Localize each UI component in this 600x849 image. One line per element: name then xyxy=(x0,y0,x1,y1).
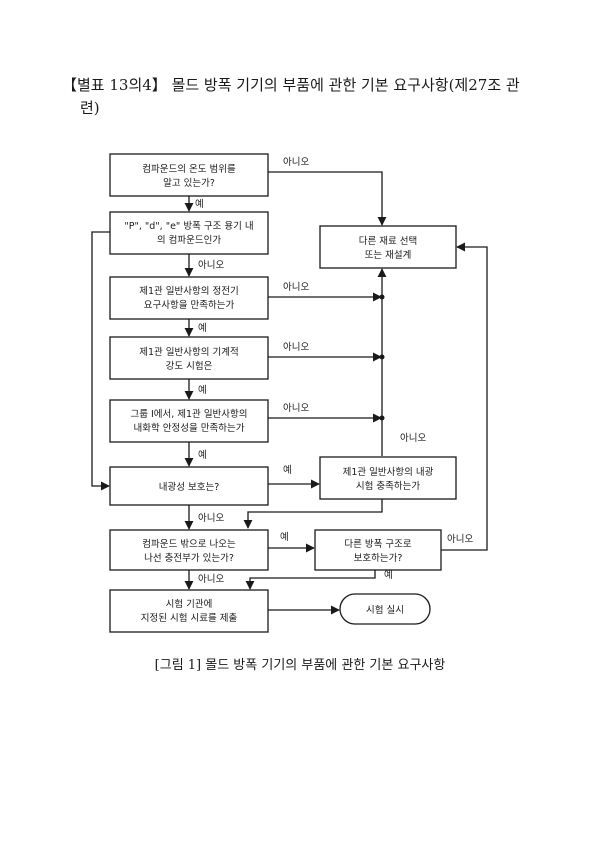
label-no-8: 아니오 xyxy=(447,534,473,545)
svg-text:내화학 안정성을 만족하는가: 내화학 안정성을 만족하는가 xyxy=(134,422,245,434)
r4-line1: 시험 실시 xyxy=(366,605,404,616)
b8-line1: 시험 기관에 xyxy=(166,599,213,610)
svg-text:지정된 시험 시료를 제출: 지정된 시험 시료를 제출 xyxy=(141,612,238,624)
svg-text:예: 예 xyxy=(198,450,207,461)
box-submit-samples xyxy=(109,589,269,633)
svg-text:예: 예 xyxy=(283,465,292,476)
svg-text:시험 충족하는가: 시험 충족하는가 xyxy=(356,480,420,492)
svg-text:알고 있는가?: 알고 있는가? xyxy=(163,177,215,189)
b5-line1: 그룹 I에서, 제1관 일반사항의 xyxy=(130,409,247,420)
svg-text:시험 실시: 시험 실시 xyxy=(366,605,404,616)
box-perform-test xyxy=(339,593,431,625)
svg-text:컴파운드 밖으로 나오는: 컴파운드 밖으로 나오는 xyxy=(142,538,236,550)
label-yes-6: 예 xyxy=(280,532,289,543)
svg-text:아니오: 아니오 xyxy=(198,513,224,524)
header-line-2: 련) xyxy=(80,99,100,117)
b7-line2: 나선 충전부가 있는가? xyxy=(144,552,234,564)
svg-text:그룹 I에서, 제1관 일반사항의: 그룹 I에서, 제1관 일반사항의 xyxy=(130,409,247,420)
b1-line2: 알고 있는가? xyxy=(163,177,215,189)
svg-text:아니오: 아니오 xyxy=(447,534,473,545)
header-line-1: 【별표 13의4】 몰드 방폭 기기의 부품에 관한 기본 요구사항(제27조 … xyxy=(62,76,520,94)
svg-text:제1관 일반사항의 내광: 제1관 일반사항의 내광 xyxy=(343,466,434,478)
b6-line1: 내광성 보호는? xyxy=(159,481,220,493)
svg-text:아니오: 아니오 xyxy=(283,282,309,293)
svg-text:제1관 일반사항의 정전기: 제1관 일반사항의 정전기 xyxy=(139,286,238,297)
svg-text:컴파운드의 온도 범위를: 컴파운드의 온도 범위를 xyxy=(142,163,236,175)
box-light-test xyxy=(319,456,457,500)
b5-line2: 내화학 안정성을 만족하는가 xyxy=(134,422,245,434)
b8-line2: 지정된 시험 시료를 제출 xyxy=(141,612,238,624)
label-no-5: 아니오 xyxy=(283,403,309,414)
svg-text:나선 충전부가 있는가?: 나선 충전부가 있는가? xyxy=(144,552,234,564)
r3-line1: 다른 방폭 구조로 xyxy=(344,539,411,550)
box-bare-live-parts xyxy=(109,529,269,571)
label-yes-2: 예 xyxy=(198,323,207,334)
box-electrostatic xyxy=(109,276,269,320)
svg-text:예: 예 xyxy=(198,323,207,334)
label-yes-7: 예 xyxy=(384,570,393,581)
label-yes-5: 예 xyxy=(283,465,292,476)
svg-text:"P", "d", "e" 방폭 구조 용기 내: "P", "d", "e" 방폭 구조 용기 내 xyxy=(124,221,253,232)
appendix-header: 【별표 13의4】 몰드 방폭 기기의 부품에 관한 기본 요구사항(제27조 … xyxy=(62,74,542,120)
svg-text:제1관 일반사항의 기계적: 제1관 일반사항의 기계적 xyxy=(139,346,238,358)
b3-line2: 요구사항을 만족하는가 xyxy=(144,299,235,311)
r3-line2: 보호하는가? xyxy=(354,552,403,564)
b7-line1: 컴파운드 밖으로 나오는 xyxy=(142,538,236,550)
svg-text:아니오: 아니오 xyxy=(198,574,224,585)
label-no-4: 아니오 xyxy=(283,342,309,353)
label-no-9: 아니오 xyxy=(198,574,224,585)
b2-line2: 의 컴파운드인가 xyxy=(157,234,221,246)
label-yes-1: 예 xyxy=(195,199,204,210)
b4-line1: 제1관 일반사항의 기계적 xyxy=(139,346,238,358)
svg-text:다른 방폭 구조로: 다른 방폭 구조로 xyxy=(344,539,411,550)
svg-text:예: 예 xyxy=(198,385,207,396)
box-temperature-range xyxy=(109,153,269,197)
label-yes-3: 예 xyxy=(198,385,207,396)
svg-text:예: 예 xyxy=(280,532,289,543)
svg-text:예: 예 xyxy=(384,570,393,581)
b2-line1: "P", "d", "e" 방폭 구조 용기 내 xyxy=(124,221,253,232)
r2-line1: 제1관 일반사항의 내광 xyxy=(343,466,434,478)
svg-text:아니오: 아니오 xyxy=(198,260,224,271)
r1-line1: 다른 재료 선택 xyxy=(359,236,417,247)
svg-text:아니오: 아니오 xyxy=(283,403,309,414)
box-mechanical-strength xyxy=(109,336,269,380)
label-no-2: 아니오 xyxy=(198,260,224,271)
r2-line2: 시험 충족하는가 xyxy=(356,480,420,492)
svg-text:강도 시험은: 강도 시험은 xyxy=(166,361,213,372)
box-redesign xyxy=(319,225,457,269)
label-no-6: 아니오 xyxy=(400,433,426,444)
svg-text:보호하는가?: 보호하는가? xyxy=(354,552,403,564)
label-no-3: 아니오 xyxy=(283,282,309,293)
box-chemical-stability xyxy=(109,399,269,443)
svg-text:아니오: 아니오 xyxy=(400,433,426,444)
svg-text:또는 재설계: 또는 재설계 xyxy=(365,249,412,261)
label-no-1: 아니오 xyxy=(283,157,309,168)
svg-text:아니오: 아니오 xyxy=(283,157,309,168)
svg-text:예: 예 xyxy=(195,199,204,210)
box-enclosure-compound xyxy=(109,211,269,255)
figure-caption: [그림 1] 몰드 방폭 기기의 부품에 관한 기본 요구사항 xyxy=(154,658,446,673)
b4-line2: 강도 시험은 xyxy=(166,361,213,372)
label-no-7: 아니오 xyxy=(198,513,224,524)
b3-line1: 제1관 일반사항의 정전기 xyxy=(139,286,238,297)
svg-text:의 컴파운드인가: 의 컴파운드인가 xyxy=(157,234,221,246)
svg-text:요구사항을 만족하는가: 요구사항을 만족하는가 xyxy=(144,299,235,311)
svg-text:시험 기관에: 시험 기관에 xyxy=(166,599,213,610)
svg-text:내광성 보호는?: 내광성 보호는? xyxy=(159,481,220,493)
box-other-protection xyxy=(314,529,442,571)
b1-line1: 컴파운드의 온도 범위를 xyxy=(142,163,236,175)
svg-text:다른 재료 선택: 다른 재료 선택 xyxy=(359,236,417,247)
svg-text:아니오: 아니오 xyxy=(283,342,309,353)
label-yes-4: 예 xyxy=(198,450,207,461)
r1-line2: 또는 재설계 xyxy=(365,249,412,261)
